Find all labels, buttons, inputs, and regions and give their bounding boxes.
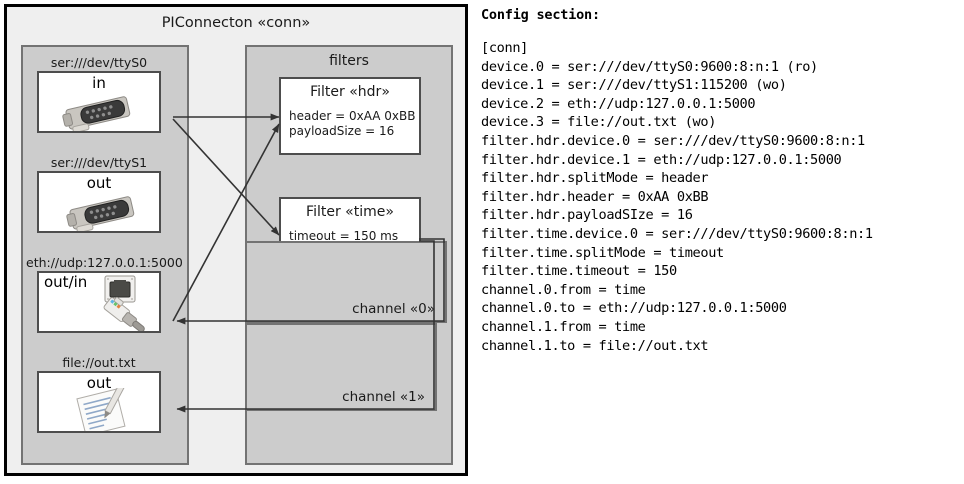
config-line: [conn] (481, 40, 529, 56)
filter-hdr-box[interactable]: Filter «hdr» header = 0xAA 0xBB payloadS… (279, 77, 421, 155)
config-line: filter.hdr.header = 0xAA 0xBB (481, 188, 709, 205)
channel-label: channel «1» (342, 389, 425, 405)
device-ser-ttys0[interactable]: ser:///dev/ttyS0 in (37, 55, 161, 133)
device-io-label: in (92, 74, 106, 92)
config-lines-list: [conn] device.0 = ser:///dev/ttyS0:9600:8… (481, 39, 961, 355)
filters-panel-title: filters (329, 53, 369, 69)
config-line: filter.hdr.device.0 = ser:///dev/ttyS0:9… (481, 132, 865, 149)
config-line: device.2 = eth://udp:127.0.0.1:5000 (481, 95, 756, 112)
connector-diagram: PIConnecton «conn» ser:///dev/ttyS0 in (4, 4, 468, 476)
config-line: device.0 = ser:///dev/ttyS0:9600:8:n:1 (… (481, 58, 818, 75)
channel-label: channel «0» (352, 301, 435, 317)
config-line: device.3 = file://out.txt (wo) (481, 114, 717, 131)
device-box[interactable]: out (37, 371, 161, 433)
serial-connector-icon (61, 93, 143, 131)
device-io-label: out (86, 374, 112, 392)
device-eth-udp[interactable]: eth://udp:127.0.0.1:5000 out/in (26, 255, 183, 333)
config-line: channel.0.to = eth://udp:127.0.0.1:5000 (481, 300, 787, 317)
text-file-icon (73, 383, 141, 431)
config-pane: Config section: [conn] device.0 = ser:///… (481, 7, 961, 355)
filters-panel: filters Filter «hdr» header = 0xAA 0xBB … (245, 45, 453, 465)
device-io-label: out (86, 174, 112, 192)
device-file-out[interactable]: file://out.txt out (37, 355, 161, 433)
device-ser-ttys1[interactable]: ser:///dev/ttyS1 out (37, 155, 161, 233)
device-box[interactable]: out/in (37, 271, 161, 333)
filter-title: Filter «hdr» (310, 84, 390, 100)
config-line: channel.0.from = time (481, 281, 646, 298)
serial-connector-icon (65, 193, 147, 231)
device-box[interactable]: out (37, 171, 161, 233)
config-line: filter.hdr.device.1 = eth://udp:127.0.0.… (481, 151, 842, 168)
channel-1-box[interactable]: channel «1» (245, 323, 437, 411)
filter-title: Filter «time» (306, 204, 394, 220)
device-label: eth://udp:127.0.0.1:5000 (26, 255, 183, 270)
device-label: file://out.txt (62, 355, 136, 370)
ethernet-plug-icon (95, 274, 159, 331)
config-line: filter.time.timeout = 150 (481, 263, 677, 280)
channel-0-box[interactable]: channel «0» (245, 241, 447, 323)
device-io-label: out/in (44, 273, 88, 291)
config-heading: Config section: (481, 7, 600, 23)
filter-prop: header = 0xAA 0xBB (289, 109, 416, 123)
config-line: filter.hdr.payloadSIze = 16 (481, 207, 693, 224)
config-line: filter.hdr.splitMode = header (481, 170, 709, 187)
device-box[interactable]: in (37, 71, 161, 133)
device-label: ser:///dev/ttyS1 (50, 155, 148, 170)
filter-prop: payloadSize = 16 (289, 124, 395, 138)
config-line: device.1 = ser:///dev/ttyS1:115200 (wo) (481, 77, 787, 94)
config-line: channel.1.to = file://out.txt (481, 337, 709, 354)
diagram-title: PIConnecton «conn» (161, 15, 311, 31)
config-line: filter.time.device.0 = ser:///dev/ttyS0:… (481, 225, 873, 242)
config-line: channel.1.from = time (481, 318, 646, 335)
devices-panel: ser:///dev/ttyS0 in (21, 45, 189, 465)
device-label: ser:///dev/ttyS0 (50, 55, 148, 70)
config-line: filter.time.splitMode = timeout (481, 244, 724, 261)
